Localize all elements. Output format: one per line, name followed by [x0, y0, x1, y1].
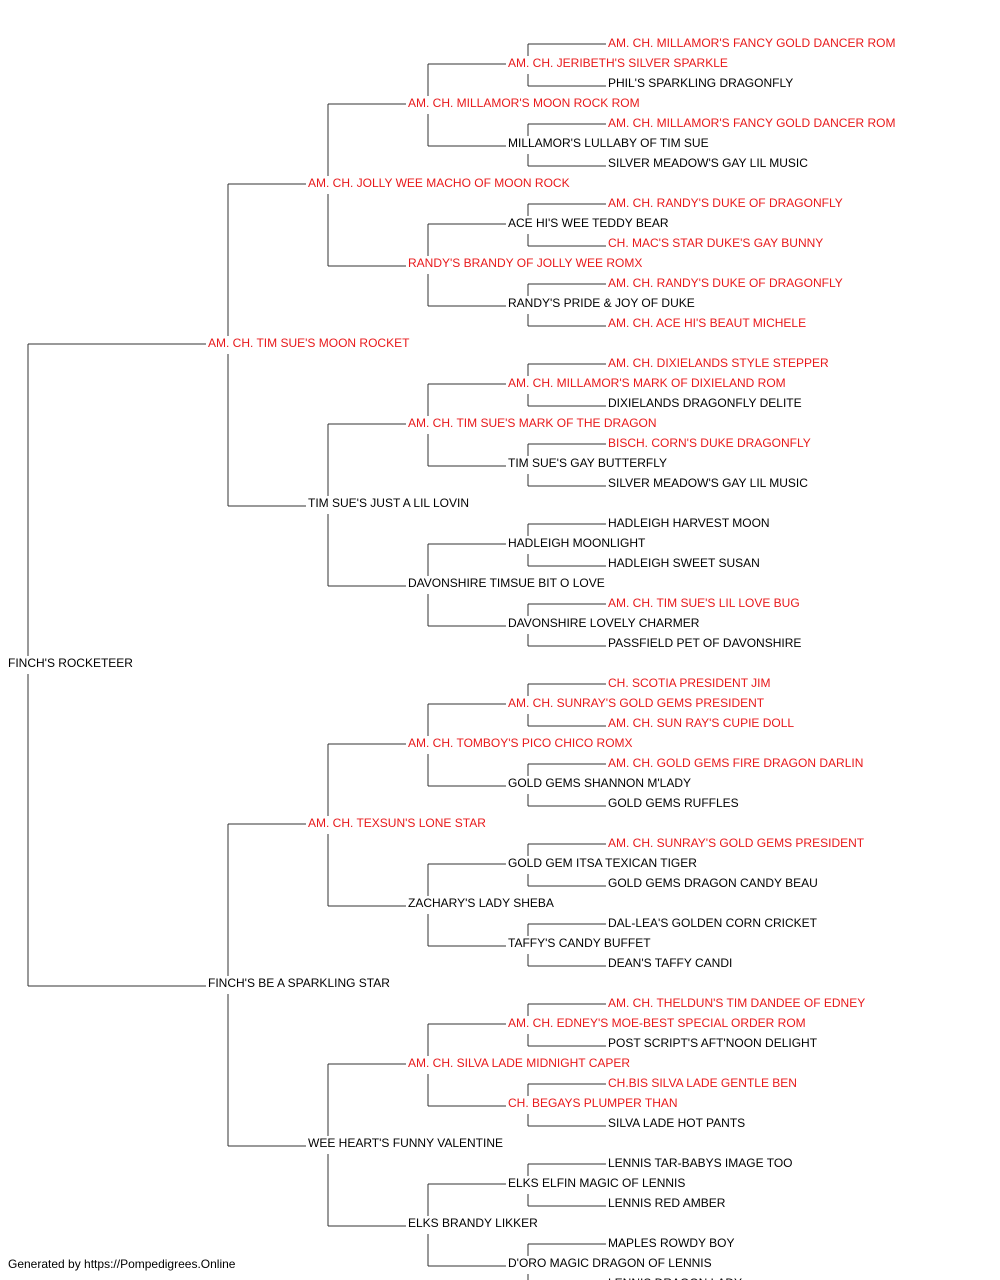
dog-name: DAVONSHIRE LOVELY CHARMER	[508, 616, 700, 630]
dog-name: AM. CH. SILVA LADE MIDNIGHT CAPER	[408, 1056, 630, 1070]
dog-name: AM. CH. TIM SUE'S LIL LOVE BUG	[608, 596, 800, 610]
dog-name: WEE HEART'S FUNNY VALENTINE	[308, 1136, 503, 1150]
dog-name: LENNIS RED AMBER	[608, 1196, 726, 1210]
dog-name: AM. CH. SUN RAY'S CUPIE DOLL	[608, 716, 794, 730]
dog-name: CH. MAC'S STAR DUKE'S GAY BUNNY	[608, 236, 823, 250]
dog-name: RANDY'S BRANDY OF JOLLY WEE ROMX	[408, 256, 642, 270]
dog-name: LENNIS DRAGON LADY	[608, 1276, 742, 1280]
dog-name: ZACHARY'S LADY SHEBA	[408, 896, 554, 910]
dog-name: FINCH'S BE A SPARKLING STAR	[208, 976, 390, 990]
dog-name: HADLEIGH SWEET SUSAN	[608, 556, 760, 570]
dog-name: AM. CH. SUNRAY'S GOLD GEMS PRESIDENT	[508, 696, 765, 710]
dog-name: ELKS ELFIN MAGIC OF LENNIS	[508, 1176, 685, 1190]
dog-name: DAL-LEA'S GOLDEN CORN CRICKET	[608, 916, 818, 930]
dog-name: AM. CH. SUNRAY'S GOLD GEMS PRESIDENT	[608, 836, 865, 850]
dog-name: AM. CH. RANDY'S DUKE OF DRAGONFLY	[608, 196, 843, 210]
dog-name: GOLD GEMS DRAGON CANDY BEAU	[608, 876, 818, 890]
dog-name: GOLD GEM ITSA TEXICAN TIGER	[508, 856, 697, 870]
dog-name: MAPLES ROWDY BOY	[608, 1236, 734, 1250]
dog-name: AM. CH. DIXIELANDS STYLE STEPPER	[608, 356, 829, 370]
dog-name: TAFFY'S CANDY BUFFET	[508, 936, 651, 950]
dog-name: AM. CH. MILLAMOR'S MARK OF DIXIELAND ROM	[508, 376, 786, 390]
dog-name: AM. CH. ACE HI'S BEAUT MICHELE	[608, 316, 806, 330]
dog-name: LENNIS TAR-BABYS IMAGE TOO	[608, 1156, 793, 1170]
dog-name: AM. CH. MILLAMOR'S FANCY GOLD DANCER ROM	[608, 116, 895, 130]
dog-name: FINCH'S ROCKETEER	[8, 656, 133, 670]
dog-name: CH.BIS SILVA LADE GENTLE BEN	[608, 1076, 797, 1090]
dog-name: CH. BEGAYS PLUMPER THAN	[508, 1096, 678, 1110]
dog-name: AM. CH. EDNEY'S MOE-BEST SPECIAL ORDER R…	[508, 1016, 806, 1030]
dog-name: AM. CH. TIM SUE'S MOON ROCKET	[208, 336, 410, 350]
dog-name: SILVER MEADOW'S GAY LIL MUSIC	[608, 476, 808, 490]
dog-name: GOLD GEMS RUFFLES	[608, 796, 739, 810]
dog-name: HADLEIGH MOONLIGHT	[508, 536, 646, 550]
dog-name: AM. CH. MILLAMOR'S FANCY GOLD DANCER ROM	[608, 36, 895, 50]
dog-name: ACE HI'S WEE TEDDY BEAR	[508, 216, 669, 230]
dog-name: AM. CH. GOLD GEMS FIRE DRAGON DARLIN	[608, 756, 863, 770]
dog-name: TIM SUE'S GAY BUTTERFLY	[508, 456, 667, 470]
dog-name: RANDY'S PRIDE & JOY OF DUKE	[508, 296, 695, 310]
dog-name: CH. SCOTIA PRESIDENT JIM	[608, 676, 770, 690]
dog-name: SILVER MEADOW'S GAY LIL MUSIC	[608, 156, 808, 170]
dog-name: AM. CH. JERIBETH'S SILVER SPARKLE	[508, 56, 728, 70]
dog-name: AM. CH. RANDY'S DUKE OF DRAGONFLY	[608, 276, 843, 290]
dog-name: AM. CH. JOLLY WEE MACHO OF MOON ROCK	[308, 176, 570, 190]
dog-name: PHIL'S SPARKLING DRAGONFLY	[608, 76, 793, 90]
dog-name: AM. CH. THELDUN'S TIM DANDEE OF EDNEY	[608, 996, 865, 1010]
dog-name: DIXIELANDS DRAGONFLY DELITE	[608, 396, 802, 410]
dog-name: BISCH. CORN'S DUKE DRAGONFLY	[608, 436, 811, 450]
dog-name: DEAN'S TAFFY CANDI	[608, 956, 732, 970]
footer-credit: Generated by https://Pompedigrees.Online	[8, 1257, 236, 1271]
dog-name: D'ORO MAGIC DRAGON OF LENNIS	[508, 1256, 712, 1270]
dog-name: AM. CH. TEXSUN'S LONE STAR	[308, 816, 486, 830]
dog-name: AM. CH. MILLAMOR'S MOON ROCK ROM	[408, 96, 640, 110]
dog-name: GOLD GEMS SHANNON M'LADY	[508, 776, 691, 790]
dog-name: HADLEIGH HARVEST MOON	[608, 516, 770, 530]
dog-name: AM. CH. TOMBOY'S PICO CHICO ROMX	[408, 736, 633, 750]
pedigree-names: FINCH'S ROCKETEER AM. CH. TIM SUE'S MOON …	[8, 36, 895, 1280]
dog-name: DAVONSHIRE TIMSUE BIT O LOVE	[408, 576, 605, 590]
dog-name: MILLAMOR'S LULLABY OF TIM SUE	[508, 136, 709, 150]
dog-name: ELKS BRANDY LIKKER	[408, 1216, 538, 1230]
dog-name: TIM SUE'S JUST A LIL LOVIN	[308, 496, 469, 510]
dog-name: PASSFIELD PET OF DAVONSHIRE	[608, 636, 801, 650]
dog-name: POST SCRIPT'S AFT'NOON DELIGHT	[608, 1036, 818, 1050]
dog-name: AM. CH. TIM SUE'S MARK OF THE DRAGON	[408, 416, 657, 430]
dog-name: SILVA LADE HOT PANTS	[608, 1116, 745, 1130]
pedigree-connector-lines	[27, 43, 606, 1280]
